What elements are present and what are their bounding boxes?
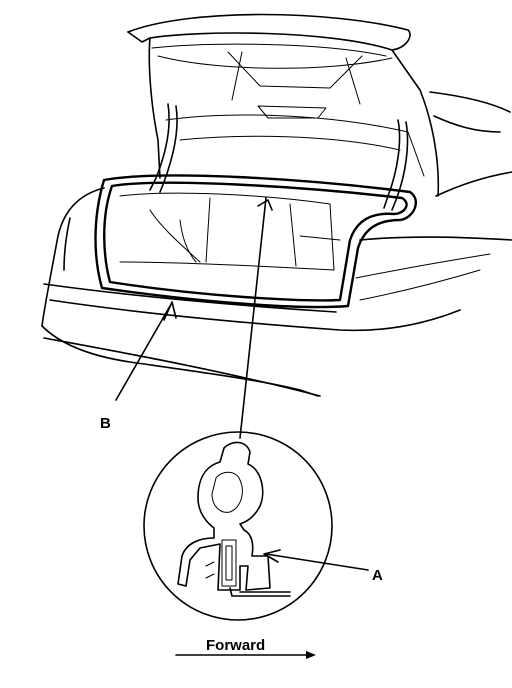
- trunk-interior: [119, 192, 341, 271]
- leader-a: [263, 549, 369, 571]
- leader-lines: [115, 197, 273, 439]
- weatherstrip-b: [94, 174, 417, 309]
- car-body: [41, 91, 512, 397]
- label-a: A: [372, 567, 383, 584]
- detail-circle: [143, 431, 333, 621]
- trunk-lid: [127, 13, 440, 197]
- label-b: B: [100, 415, 111, 432]
- forward-arrow: [175, 651, 316, 659]
- label-forward: Forward: [206, 637, 265, 654]
- weatherstrip-cross-section: [177, 441, 291, 597]
